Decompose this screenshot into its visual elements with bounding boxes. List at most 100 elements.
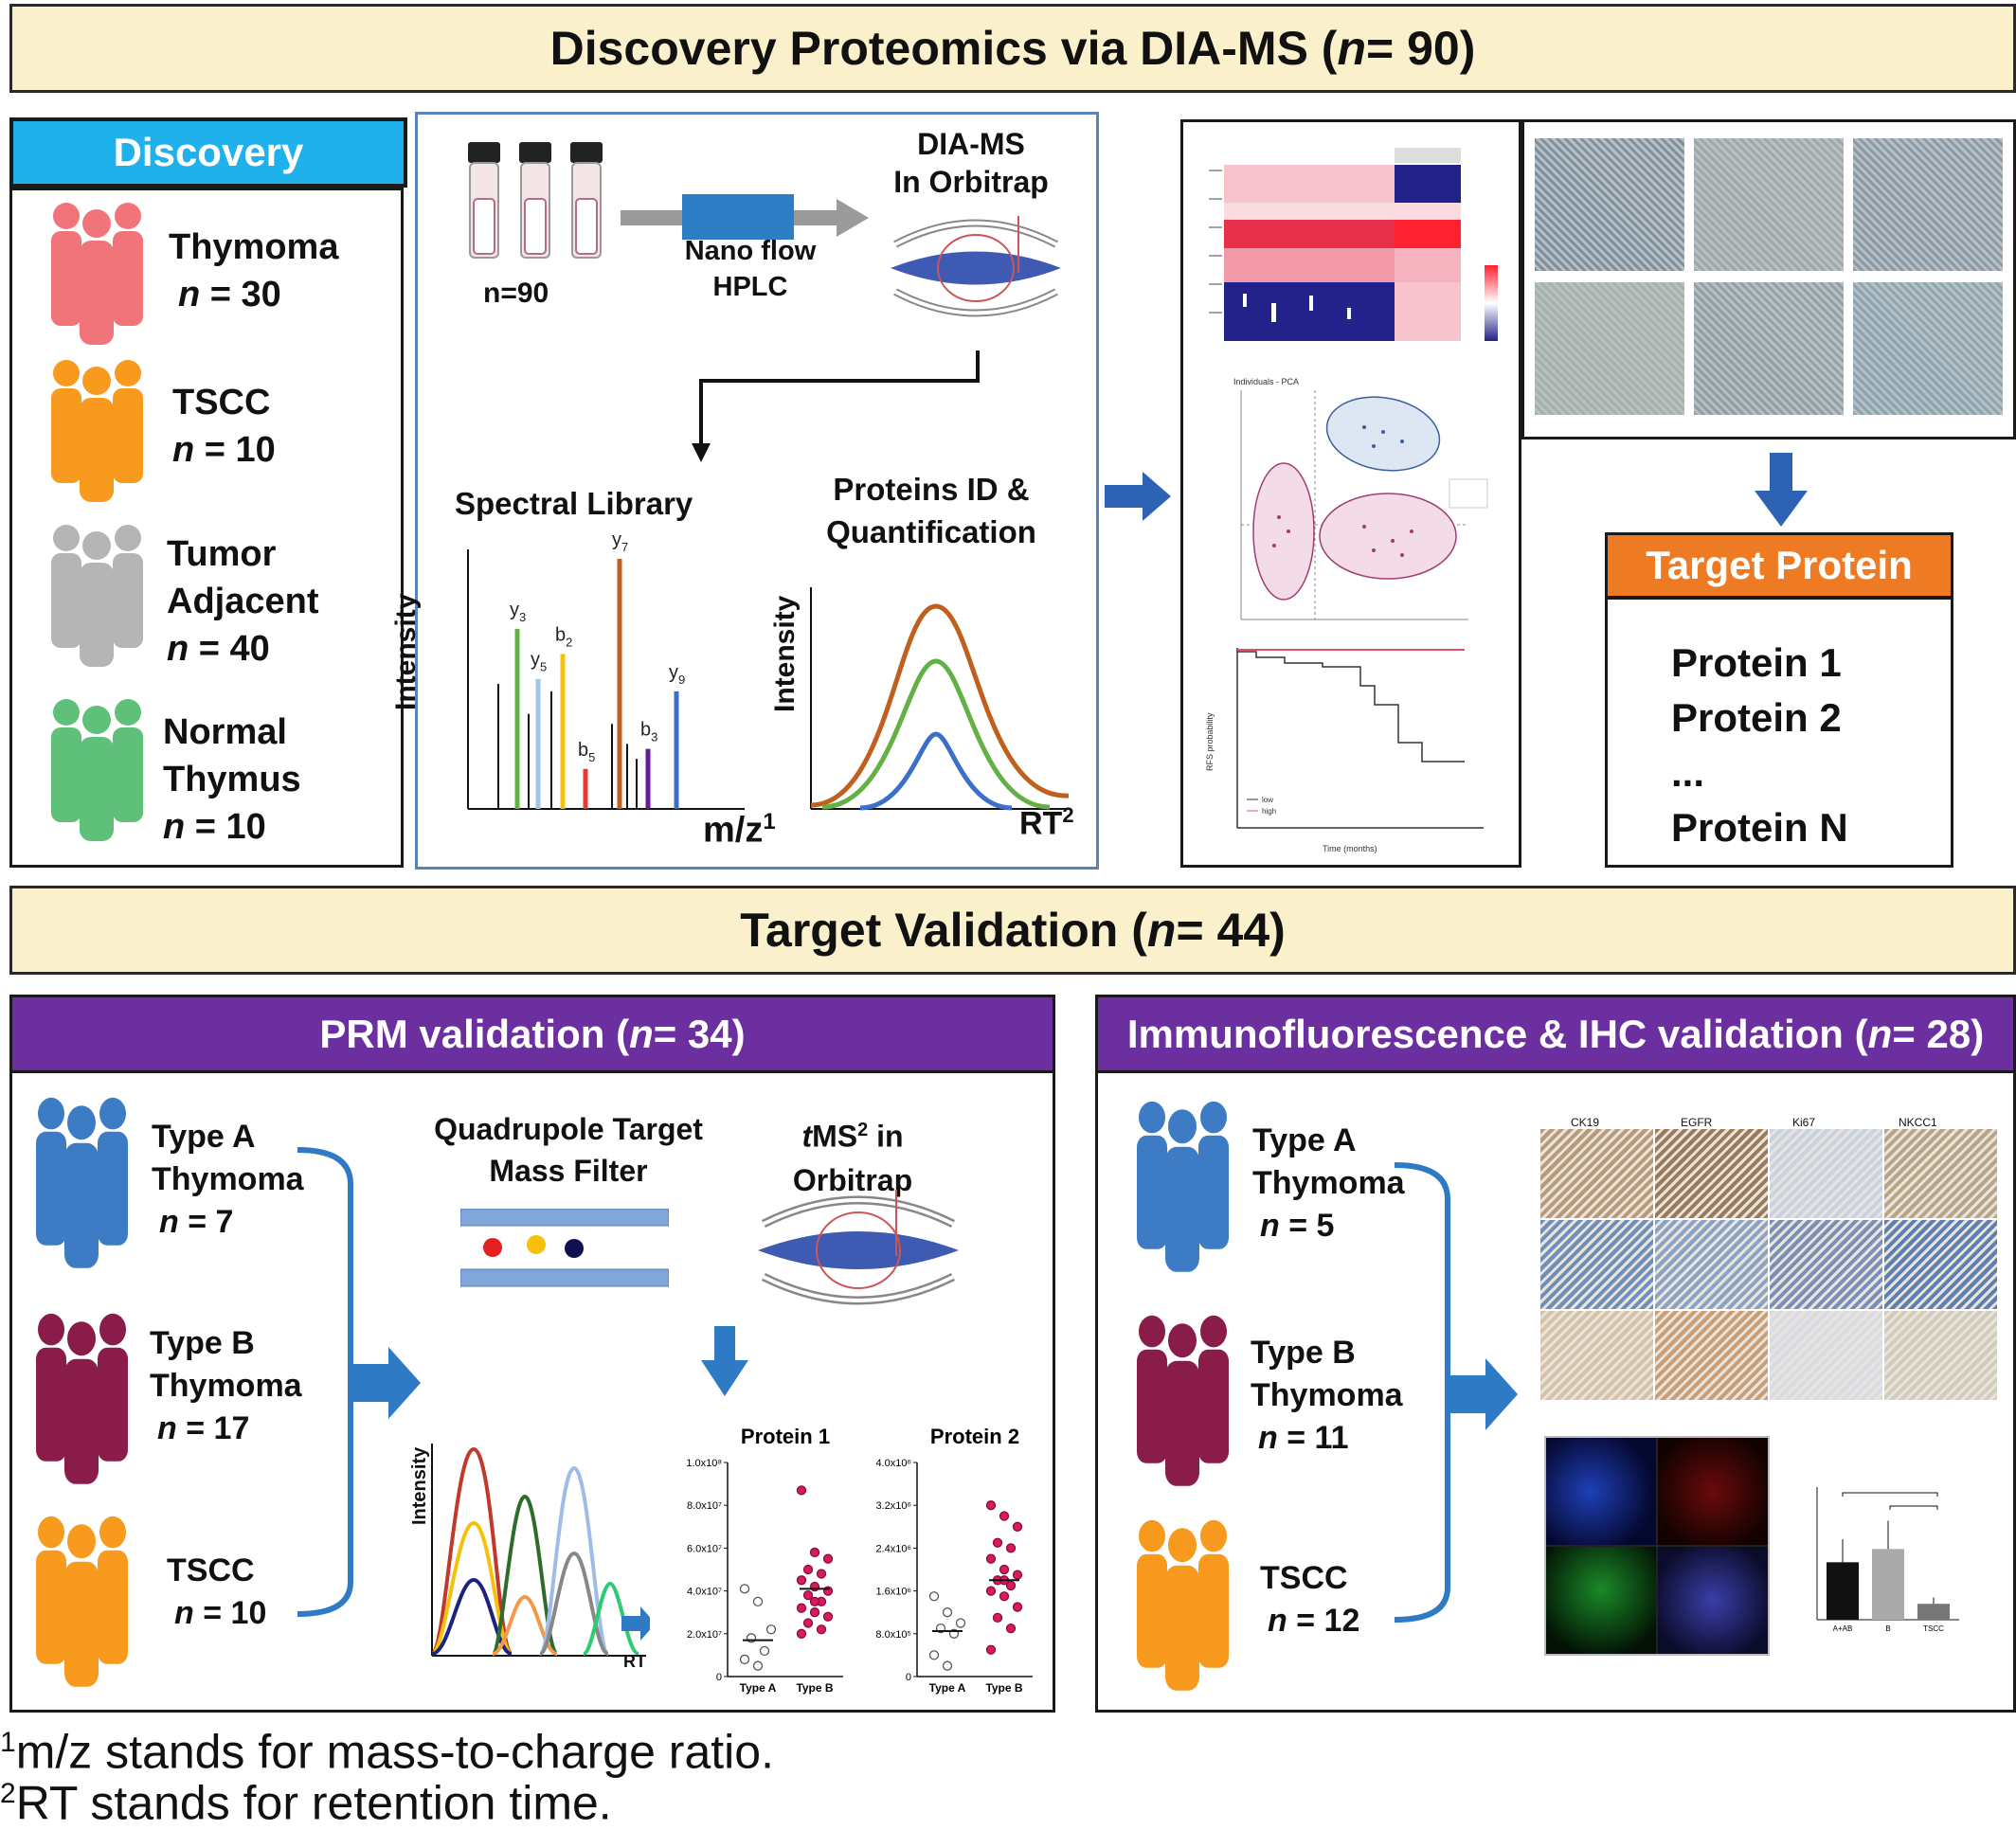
dotplot-point	[739, 1654, 750, 1665]
km-legend-high: high	[1262, 807, 1276, 816]
dotplot-tick-label: 4.0x10⁷	[687, 1587, 722, 1598]
proteins-id-1: Proteins ID &	[833, 472, 1030, 507]
banner-prefix: Discovery Proteomics via DIA-MS (	[549, 22, 1338, 75]
diams-label-1: DIA-MS	[917, 127, 1025, 161]
ihc-stain-tile	[1540, 1311, 1653, 1400]
ihc-bracket	[1394, 1162, 1518, 1623]
tscc-people-icon	[51, 360, 143, 502]
tms-main: MS	[812, 1119, 858, 1154]
ihc-group-b-n: = 11	[1287, 1420, 1349, 1456]
prm-header-prefix: PRM validation (	[319, 1011, 630, 1056]
banner-n: n	[1337, 22, 1367, 75]
ihc-stain-grid	[1540, 1129, 1999, 1402]
ihc-group-tscc-line1: TSCC	[1260, 1560, 1348, 1596]
ihc-image-tile	[1853, 138, 2003, 271]
group-tumor-n: = 40	[198, 629, 270, 669]
group-tumor-name: Tumor	[167, 534, 277, 574]
footnote-1: 1m/z stands for mass-to-charge ratio.	[0, 1716, 774, 1779]
dotplot-tick-label: 1.0x10⁸	[686, 1458, 722, 1469]
ihc-header-prefix: Immunofluorescence & IHC validation (	[1126, 1011, 1868, 1056]
dotplot-point	[816, 1624, 827, 1635]
dotplot-point	[802, 1589, 814, 1601]
bar	[1827, 1562, 1859, 1620]
bar	[1917, 1604, 1950, 1620]
group-normal-n: = 10	[194, 807, 266, 847]
tms-sup: 2	[857, 1120, 869, 1140]
target-protein-header: Target Protein	[1605, 532, 1953, 599]
bar-sig-bracket	[1889, 1505, 1938, 1510]
pca-title: Individuals - PCA	[1233, 377, 1299, 386]
orbitrap-icon	[891, 216, 1061, 317]
ihc-tscc-people-icon	[1137, 1519, 1229, 1691]
dotplot-tick-label: 0	[906, 1672, 911, 1683]
ihc-stain-tile	[1884, 1129, 1997, 1218]
discovery-people	[51, 203, 143, 841]
dotplot-point	[1005, 1623, 1017, 1634]
dotplot-tick-label: 0	[716, 1672, 722, 1683]
banner-mid-suffix: = 44)	[1176, 904, 1286, 957]
dotplot-tick-label: 8.0x10⁷	[687, 1500, 722, 1512]
footnote-1-sup: 1	[0, 1727, 16, 1758]
vials-label: n=90	[483, 278, 549, 309]
dotplot-category-label: Type B	[985, 1681, 1022, 1695]
banner-suffix: = 90)	[1366, 22, 1476, 75]
ihc-image-tile	[1535, 282, 1684, 415]
prm-type-b-people-icon	[36, 1313, 128, 1484]
prm-chrom-xlabel: RT	[623, 1652, 646, 1671]
group-thymoma-n: = 30	[209, 275, 281, 314]
dotplot-point	[1005, 1543, 1017, 1553]
spectrum-ion-label: b3	[640, 720, 657, 745]
dotplot-tick-label: 2.0x10⁷	[687, 1629, 722, 1641]
dotplot-tick-label: 6.0x10⁷	[687, 1543, 722, 1554]
prm-group-b-n: = 17	[186, 1410, 250, 1446]
ihc-type-a-people-icon	[1137, 1101, 1229, 1272]
peaks-chart	[810, 587, 1071, 811]
ihc-group-type-a: Type A Thymoma n = 5	[1252, 1120, 1405, 1247]
ihc-type-b-people-icon	[1137, 1315, 1229, 1486]
ihc-header-suffix: = 28)	[1892, 1011, 1985, 1056]
ihc-stain-tile	[1655, 1129, 1768, 1218]
dotplot-title: Protein 1	[741, 1425, 830, 1448]
spectrum-ylabel: Intensity	[390, 593, 422, 710]
dotplot-point	[796, 1575, 807, 1586]
group-normal-thymus: Normal Thymus n = 10	[163, 709, 301, 851]
dotplot-tick-label: 8.0x10⁵	[875, 1629, 911, 1641]
prm-panel	[9, 995, 1055, 1713]
stain-label-ki67: Ki67	[1792, 1116, 1816, 1129]
target-item-4: Protein N	[1671, 805, 1848, 850]
prm-orbitrap-icon	[758, 1190, 959, 1305]
workflow-panel	[415, 112, 1099, 870]
ihc-group-tscc-n: = 12	[1296, 1603, 1360, 1639]
ihc-stain-tile	[1770, 1220, 1882, 1309]
thymoma-people-icon	[51, 203, 143, 345]
dotplot-point	[928, 1591, 940, 1602]
target-protein-items: Protein 1 Protein 2 ... Protein N	[1671, 636, 1848, 855]
group-normal-name2: Thymus	[163, 760, 301, 799]
dotplot-point	[822, 1553, 834, 1564]
ihc-group-a-line2: Thymoma	[1252, 1165, 1405, 1201]
discovery-header: Discovery	[9, 117, 407, 188]
dotplot-point	[765, 1624, 777, 1635]
dotplot-category-label: Type A	[740, 1681, 777, 1695]
dotplot-point	[1005, 1580, 1017, 1591]
dotplot-title: Protein 2	[930, 1425, 1019, 1448]
ihc-stain-tile	[1655, 1311, 1768, 1400]
dotplot-point	[942, 1607, 953, 1618]
group-tumor-name2: Adjacent	[167, 582, 319, 621]
ihc-header: Immunofluorescence & IHC validation (n =…	[1098, 997, 2013, 1073]
bar-category-label: B	[1885, 1624, 1890, 1633]
prm-header-n: n	[629, 1011, 654, 1056]
target-item-1: Protein 1	[1671, 640, 1842, 685]
prm-group-type-b: Type B Thymoma n = 17	[150, 1322, 302, 1450]
dotplot-point	[928, 1650, 940, 1660]
ihc-stain-tile	[1655, 1220, 1768, 1309]
ihc-stain-tile	[1884, 1311, 1997, 1400]
target-protein-list	[1605, 597, 1953, 868]
group-tscc: TSCC n = 10	[172, 379, 276, 474]
prm-chrom-ylabel: Intensity	[409, 1446, 430, 1525]
ihc-stain-tile	[1770, 1311, 1882, 1400]
dotplot-point	[985, 1586, 997, 1596]
protein-1-dotplot: Protein 1 0 2.0x10⁷ 4.0x10⁷ 6.0x10⁷ 8.0x10⁷ 1.…	[686, 1425, 843, 1695]
dotplot-point	[739, 1584, 750, 1594]
